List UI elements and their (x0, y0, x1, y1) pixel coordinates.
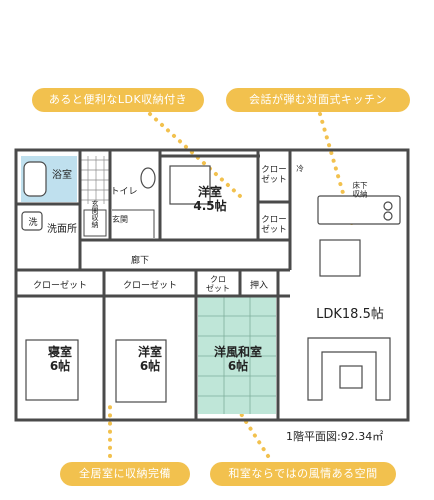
label-corridor: 廊下 (131, 254, 149, 266)
label-line: 6帖 (228, 358, 248, 373)
label-line: 床下 (353, 180, 368, 190)
label-line: クロ (210, 275, 226, 284)
label-line: ゼット (206, 283, 230, 293)
label-bath: 浴室 (52, 168, 72, 181)
label-toilet: トイレ (110, 187, 137, 197)
label-closet-small: クロゼット (206, 275, 230, 293)
callout-ldk-storage: あると便利なLDK収納付き (32, 88, 204, 112)
label-genkan: 玄関 (112, 214, 128, 224)
label-washroom: 洗面所 (47, 223, 77, 235)
label-line: 洋室 (138, 344, 162, 359)
bed-top (169, 165, 211, 205)
callout-all-rooms-storage: 全居室に収納完備 (60, 462, 190, 486)
fixtures (21, 161, 401, 403)
sofa (307, 337, 391, 401)
callout-face-to-face-kitchen: 会話が弾む対面式キッチン (226, 88, 410, 112)
bathtub (23, 161, 47, 197)
label-line: 洋室 (198, 184, 222, 199)
tatami-lines (198, 296, 276, 414)
label-line: 洋風和室 (214, 344, 262, 359)
thin-lines (83, 209, 155, 238)
toilet-bowl (140, 167, 156, 189)
label-closet-mid: クローゼット (261, 215, 287, 235)
leader-bottom-right (234, 404, 270, 458)
label-yuka-shuno: 床下収納 (353, 180, 368, 199)
label-closet-center: クローゼット (123, 279, 177, 291)
label-line: クロー (261, 215, 287, 225)
label-line: ゼット (261, 174, 287, 185)
label-line: 寝室 (48, 344, 72, 359)
kitchen-counter (317, 195, 401, 225)
label-shoe-closet: 玄関収納 (91, 199, 99, 229)
stove-right (383, 211, 393, 221)
label-line: 4.5帖 (193, 198, 226, 213)
genkan-tiles (80, 156, 110, 204)
bed-yoshitsu (115, 339, 167, 403)
label-line: ゼット (261, 224, 287, 235)
callout-washitsu-ambience: 和室ならではの風情ある空間 (210, 462, 396, 486)
walls (14, 148, 410, 422)
dining-table (319, 239, 361, 277)
label-line: 収納 (353, 189, 368, 199)
label-closet-top: クローゼット (261, 165, 287, 185)
wash-basin (21, 211, 43, 231)
label-ldk: LDK18.5帖 (316, 307, 384, 322)
floor-area-caption: 1階平面図:92.34㎡ (286, 430, 384, 443)
bed-master (25, 339, 79, 401)
label-oshiire: 押入 (250, 279, 268, 291)
label-closet-left: クローゼット (33, 279, 87, 291)
stove-left (383, 201, 393, 211)
label-line: 6帖 (50, 358, 70, 373)
label-line: クロー (261, 165, 287, 175)
label-line: 6帖 (140, 358, 160, 373)
label-wash-symbol: 洗 (28, 216, 37, 228)
label-fridge: 冷 (296, 163, 304, 173)
coffee-table (339, 365, 363, 389)
